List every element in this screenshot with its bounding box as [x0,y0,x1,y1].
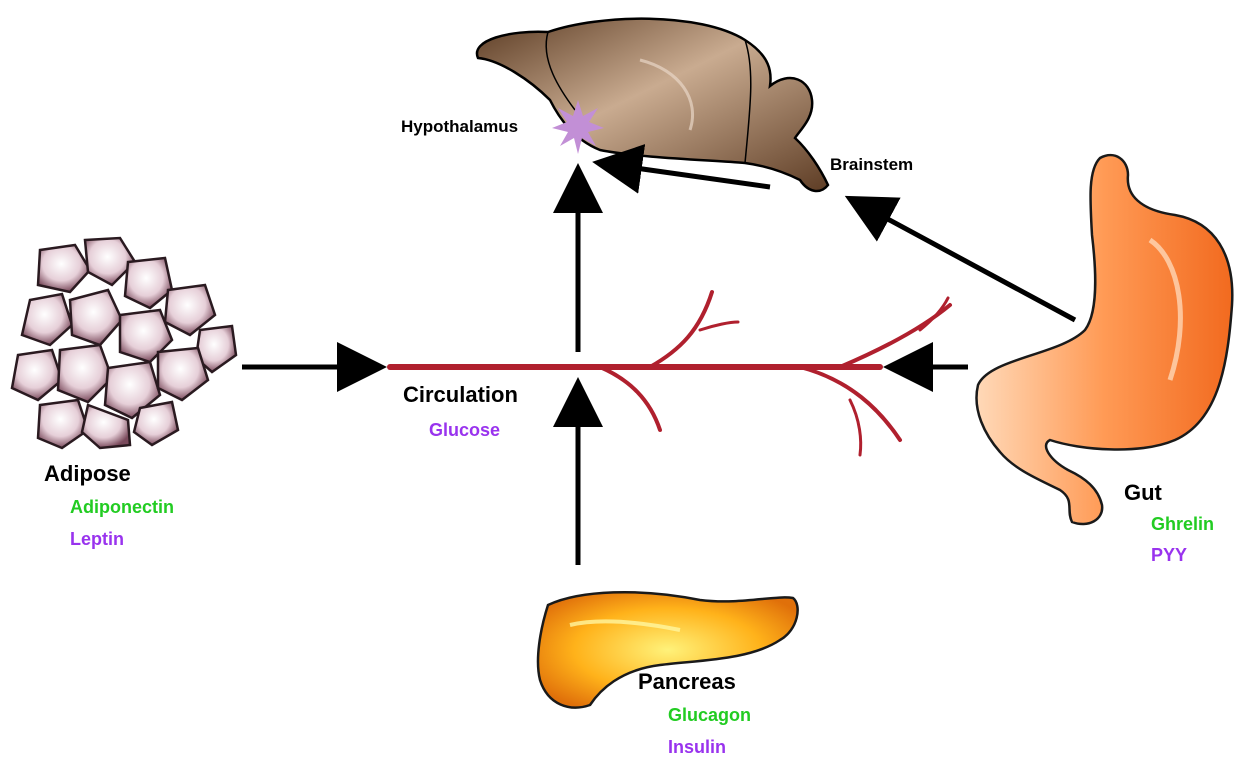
brain-illustration [477,19,828,191]
adipose-label: Adipose [44,463,131,485]
gut-pyy: PYY [1151,546,1187,564]
circulation-label: Circulation [403,384,518,406]
hypothalamus-label: Hypothalamus [401,118,518,135]
arrow-brainstem-to-hypothalamus [607,164,770,187]
gut-illustration [977,155,1233,524]
circulation-glucose: Glucose [429,421,500,439]
arrow-gut-to-brainstem [858,203,1075,320]
adipose-leptin: Leptin [70,530,124,548]
pancreas-label: Pancreas [638,671,736,693]
gut-label: Gut [1124,482,1162,504]
pancreas-glucagon: Glucagon [668,706,751,724]
brainstem-label: Brainstem [830,156,913,173]
gut-ghrelin: Ghrelin [1151,515,1214,533]
adipose-adiponectin: Adiponectin [70,498,174,516]
adipose-illustration [12,238,236,448]
pancreas-insulin: Insulin [668,738,726,756]
